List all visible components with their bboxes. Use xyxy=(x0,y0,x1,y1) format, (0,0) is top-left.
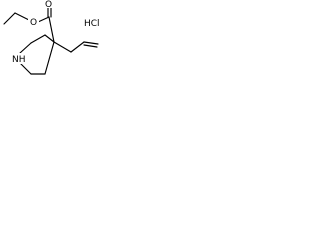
ester-oxygen-label: O xyxy=(30,18,37,28)
bond-carbonyl-to-quaternary xyxy=(48,16,55,43)
ring-bond-c3-c2 xyxy=(30,34,46,44)
ring-bond-c5-c4 xyxy=(44,41,55,75)
bond-allyl-double-a xyxy=(83,41,99,45)
bond-methylene-oxygen xyxy=(14,12,30,21)
nitrogen-label: NH xyxy=(12,55,26,65)
bond-oxygen-carbonyl-carbon xyxy=(37,16,50,23)
ring-bond-c4-c3 xyxy=(44,34,55,43)
hydrochloride-label: HCl xyxy=(84,19,100,29)
bond-allyl-double-b xyxy=(83,44,98,48)
carbonyl-oxygen-label-background xyxy=(44,0,55,8)
bond-methyl-methylene xyxy=(3,12,16,25)
ring-bond-c2-n xyxy=(19,42,32,54)
ring-bond-n-c6 xyxy=(19,62,32,75)
nitrogen-label-background xyxy=(11,53,29,64)
bond-allyl-ch2-ch xyxy=(70,41,85,53)
chemical-structure: O O NH HCl xyxy=(3,0,100,75)
ester-oxygen-label-background xyxy=(28,15,39,26)
carbonyl-oxygen-label: O xyxy=(45,0,52,10)
bond-quaternary-allyl-ch2 xyxy=(53,41,72,53)
